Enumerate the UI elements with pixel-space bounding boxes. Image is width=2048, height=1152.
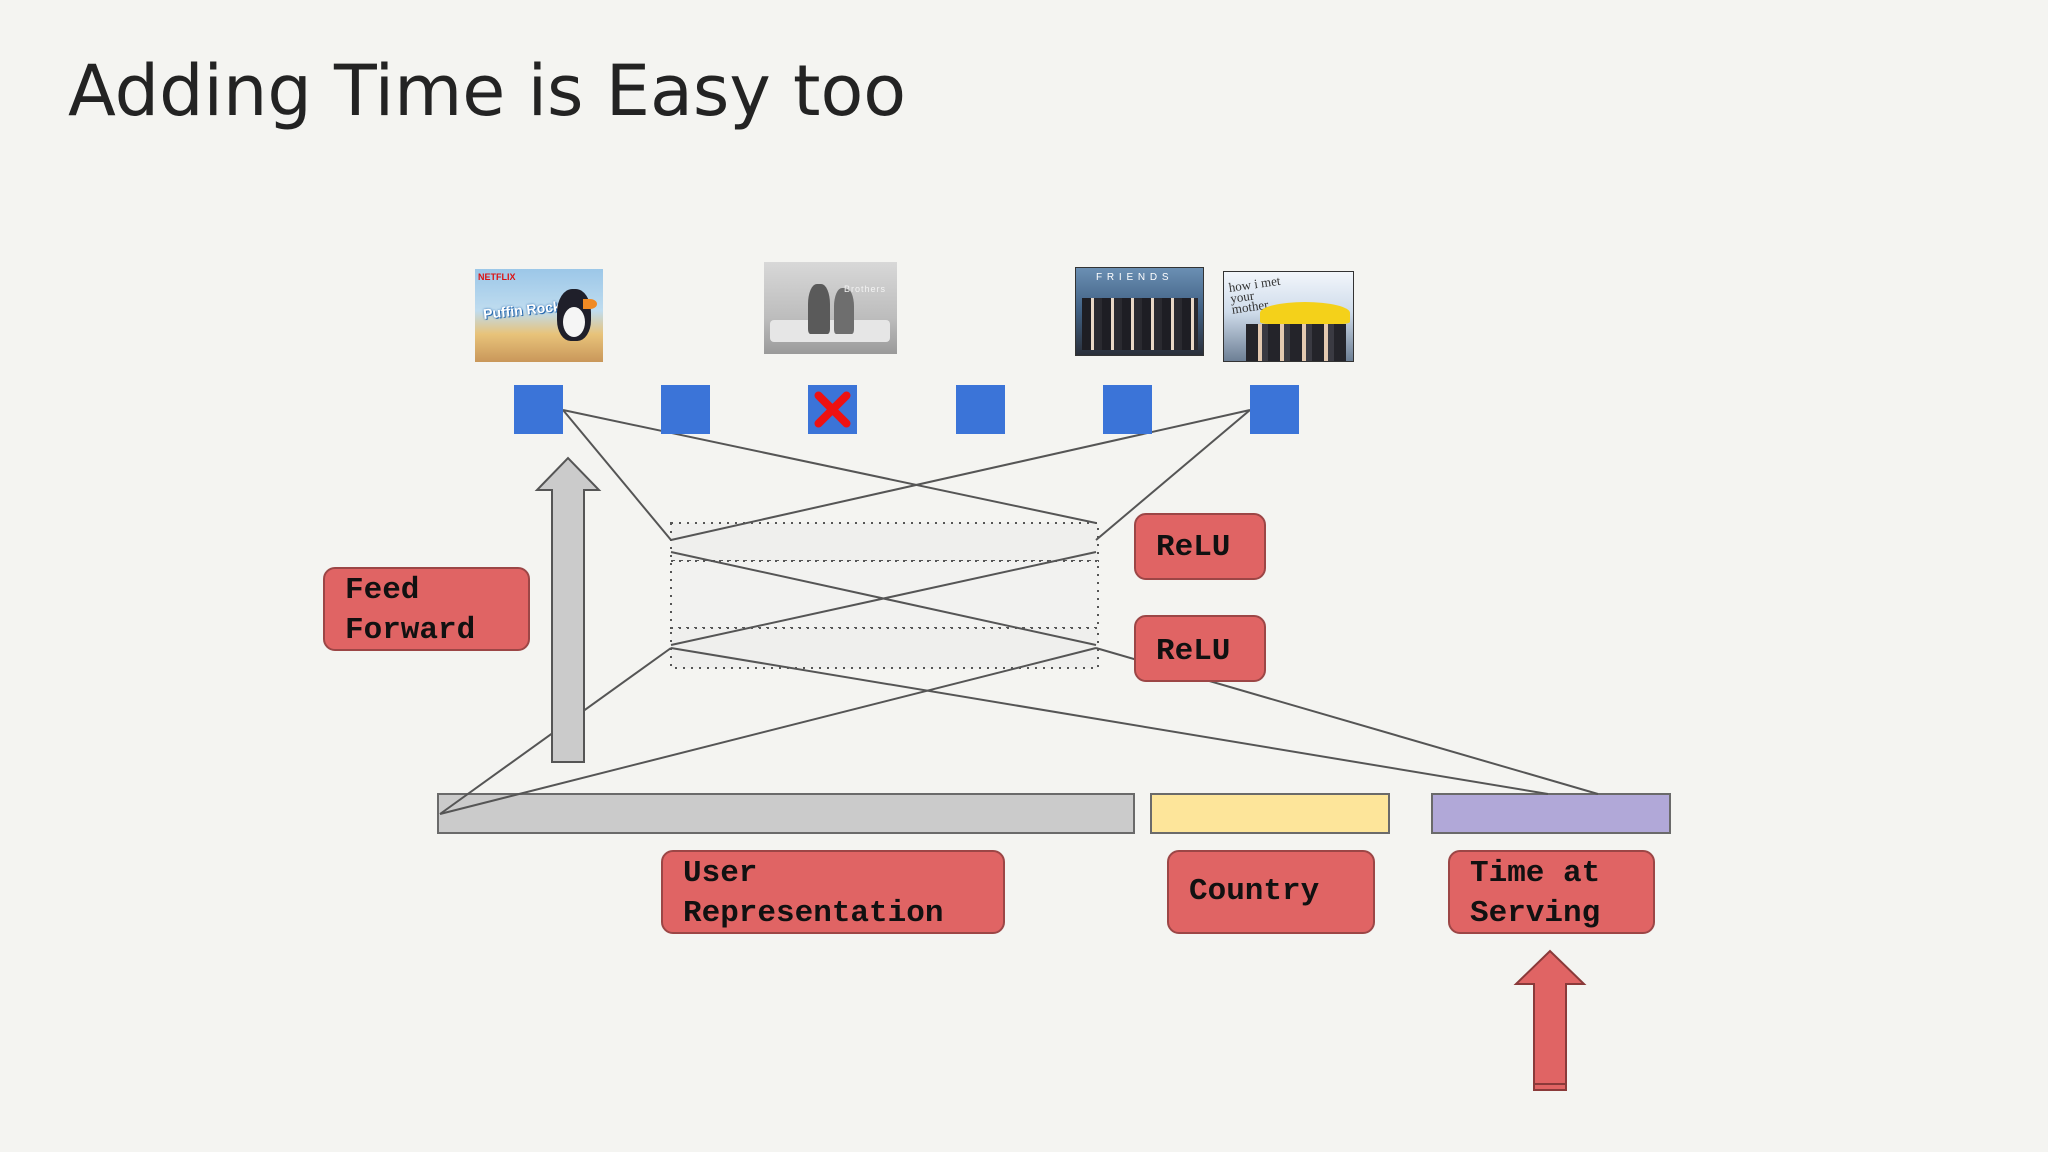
yellow-umbrella xyxy=(1260,302,1350,324)
input-segment-country xyxy=(1150,793,1390,834)
puffin-beak xyxy=(583,299,597,309)
output-unit xyxy=(956,385,1005,434)
label-feed-forward: Feed Forward xyxy=(323,567,530,651)
connection-line xyxy=(562,409,672,541)
label-user-representation: User Representation xyxy=(661,850,1005,934)
show-title: Brothers xyxy=(844,284,887,294)
connection-line xyxy=(1095,409,1251,541)
label-relu-top: ReLU xyxy=(1134,513,1266,580)
person-silhouette xyxy=(834,288,854,334)
hidden-layer-bottom xyxy=(670,627,1099,669)
connection-line xyxy=(670,647,1549,795)
connection-lines xyxy=(439,409,1599,815)
label-country: Country xyxy=(1167,850,1375,934)
connection-line xyxy=(670,551,1097,646)
connection-line xyxy=(562,409,1097,524)
output-unit xyxy=(661,385,710,434)
netflix-logo: NETFLIX xyxy=(478,272,516,282)
time-input-arrow xyxy=(1513,949,1587,1091)
input-segment-time-at-serving xyxy=(1431,793,1671,834)
output-unit xyxy=(514,385,563,434)
thumbnail-how-i-met-your-mother: how i met your mother xyxy=(1223,271,1354,362)
puffin-belly xyxy=(563,307,585,337)
output-unit xyxy=(1250,385,1299,434)
connection-line xyxy=(670,409,1251,541)
negative-x-icon xyxy=(814,391,851,428)
slide-title: Adding Time is Easy too xyxy=(68,50,907,132)
hidden-layer-top xyxy=(670,522,1099,562)
hidden-layer-mid xyxy=(670,560,1099,629)
connection-line xyxy=(439,647,1097,815)
label-time-at-serving: Time at Serving xyxy=(1448,850,1655,934)
sofa-shape xyxy=(770,320,890,342)
output-units xyxy=(514,385,1299,434)
person-silhouette xyxy=(808,284,830,334)
input-segment-user-representation xyxy=(437,793,1135,834)
show-title: F R I E N D S xyxy=(1096,272,1170,283)
thumbnail-puffin-rock: NETFLIX Puffin Rock xyxy=(475,269,603,362)
thumbnail-brothers: Brothers xyxy=(764,262,897,354)
thumbnail-friends: F R I E N D S xyxy=(1075,267,1204,356)
label-relu-bottom: ReLU xyxy=(1134,615,1266,682)
show-title: Puffin Rock xyxy=(482,297,562,323)
output-unit xyxy=(1103,385,1152,434)
feed-forward-arrow xyxy=(534,456,602,763)
cast-group xyxy=(1082,298,1198,350)
hidden-layers xyxy=(670,522,1099,669)
cast-group xyxy=(1246,324,1346,361)
